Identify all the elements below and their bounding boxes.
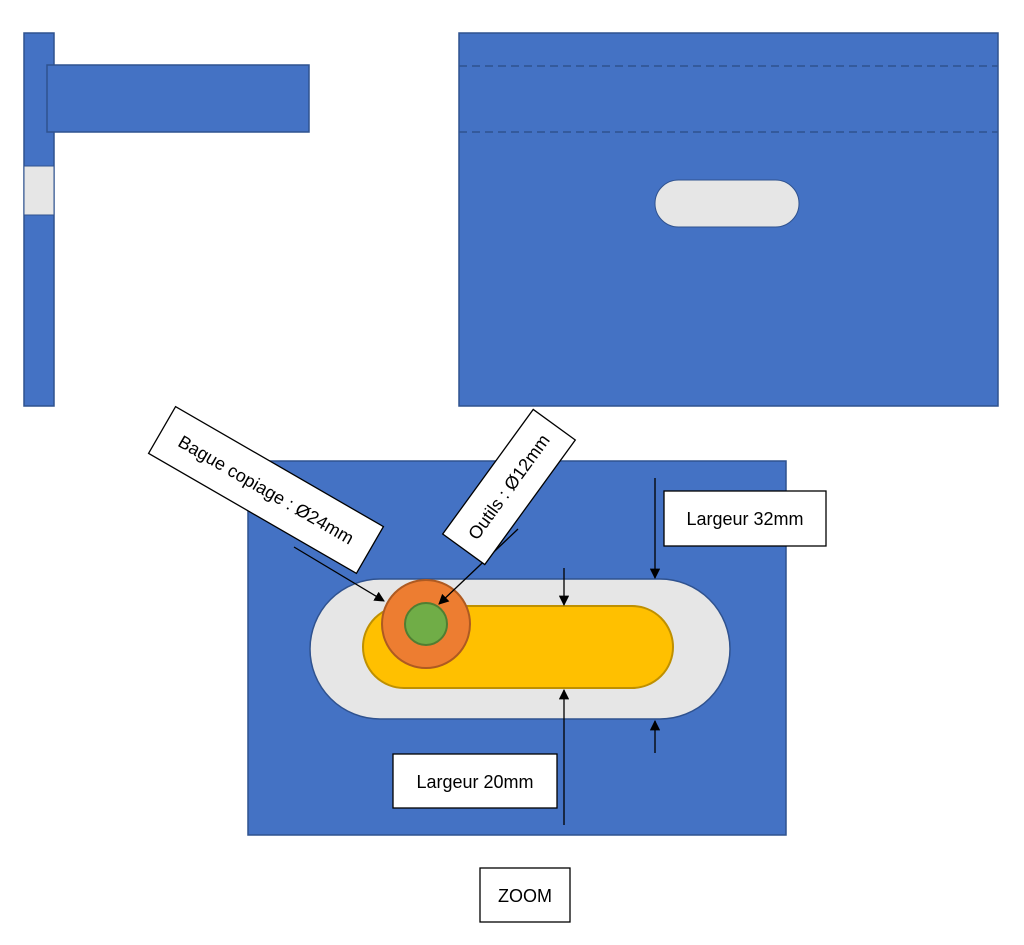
front-view	[458, 32, 999, 407]
label-zoom-text: ZOOM	[498, 886, 552, 906]
label-zoom: ZOOM	[479, 867, 571, 923]
tool-bit	[404, 602, 448, 646]
callout-copy-ring-box	[147, 405, 385, 575]
arrow-tool	[438, 528, 519, 605]
side-view-slot-section	[23, 165, 55, 216]
label-width-inner: Largeur 20mm	[392, 753, 558, 809]
arrow-copy-ring	[293, 546, 385, 602]
side-view	[23, 32, 310, 407]
label-width-inner-box	[392, 753, 558, 809]
label-width-outer: Largeur 32mm	[663, 490, 827, 547]
label-width-outer-text: Largeur 32mm	[686, 509, 803, 529]
callout-tool-box	[441, 408, 577, 566]
side-view-fence	[46, 64, 310, 133]
label-width-outer-box	[663, 490, 827, 547]
front-view-slot	[654, 179, 800, 228]
label-zoom-box	[479, 867, 571, 923]
label-width-inner-text: Largeur 20mm	[416, 772, 533, 792]
